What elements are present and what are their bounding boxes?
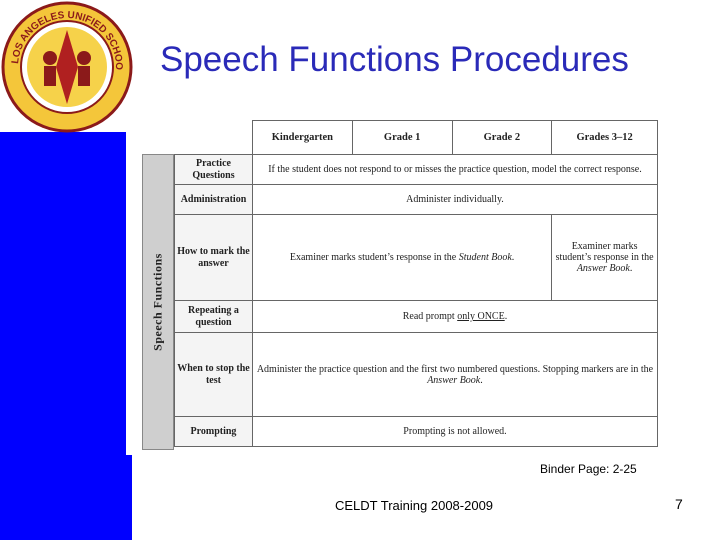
row-text: Examiner marks student’s response in the… [251,214,553,301]
table-row: Practice Questions If the student does n… [174,154,659,185]
row-label: How to mark the answer [174,214,253,301]
side-label: Speech Functions [150,253,165,351]
row-label: When to stop the test [174,332,253,417]
page-number: 7 [675,496,683,512]
row-text: Administer individually. [251,184,659,215]
side-label-panel: Speech Functions [142,154,174,450]
slide-title: Speech Functions Procedures [160,40,629,79]
corner-cell [175,121,253,155]
row-label: Prompting [174,416,253,447]
procedures-grid: Kindergarten Grade 1 Grade 2 Grades 3–12… [174,120,659,447]
row-text: Read prompt only ONCE. [251,300,659,333]
table-row: Administration Administer individually. [174,184,659,215]
row-text: Administer the practice question and the… [251,332,659,417]
footer-text: CELDT Training 2008-2009 [335,498,494,513]
row-text: Prompting is not allowed. [251,416,659,447]
left-accent-bar-lower [0,455,132,540]
row-label: Repeating a question [174,300,253,333]
table-row: How to mark the answer Examiner marks st… [174,214,658,301]
row-label: Administration [174,184,253,215]
table-row: Repeating a question Read prompt only ON… [174,300,659,333]
col-header-kindergarten: Kindergarten [251,120,353,155]
binder-page-note: Binder Page: 2-25 [540,462,637,476]
table-row: When to stop the test Administer the pra… [174,332,659,417]
row-text: If the student does not respond to or mi… [251,154,659,185]
speech-functions-table: Speech Functions Kindergarten Grade 1 Gr… [142,120,659,450]
table-row: Prompting Prompting is not allowed. [174,416,659,447]
col-header-grade2: Grade 2 [451,120,553,155]
col-header-grade1: Grade 1 [351,120,453,155]
col-header-grades3-12: Grades 3–12 [551,120,658,155]
row-label: Practice Questions [174,154,253,185]
row-text-grades3-12: Examiner marks student’s response in the… [551,214,658,301]
lausd-seal-logo: LOS ANGELES UNIFIED SCHOOL DISTRICT · BO… [0,0,133,133]
